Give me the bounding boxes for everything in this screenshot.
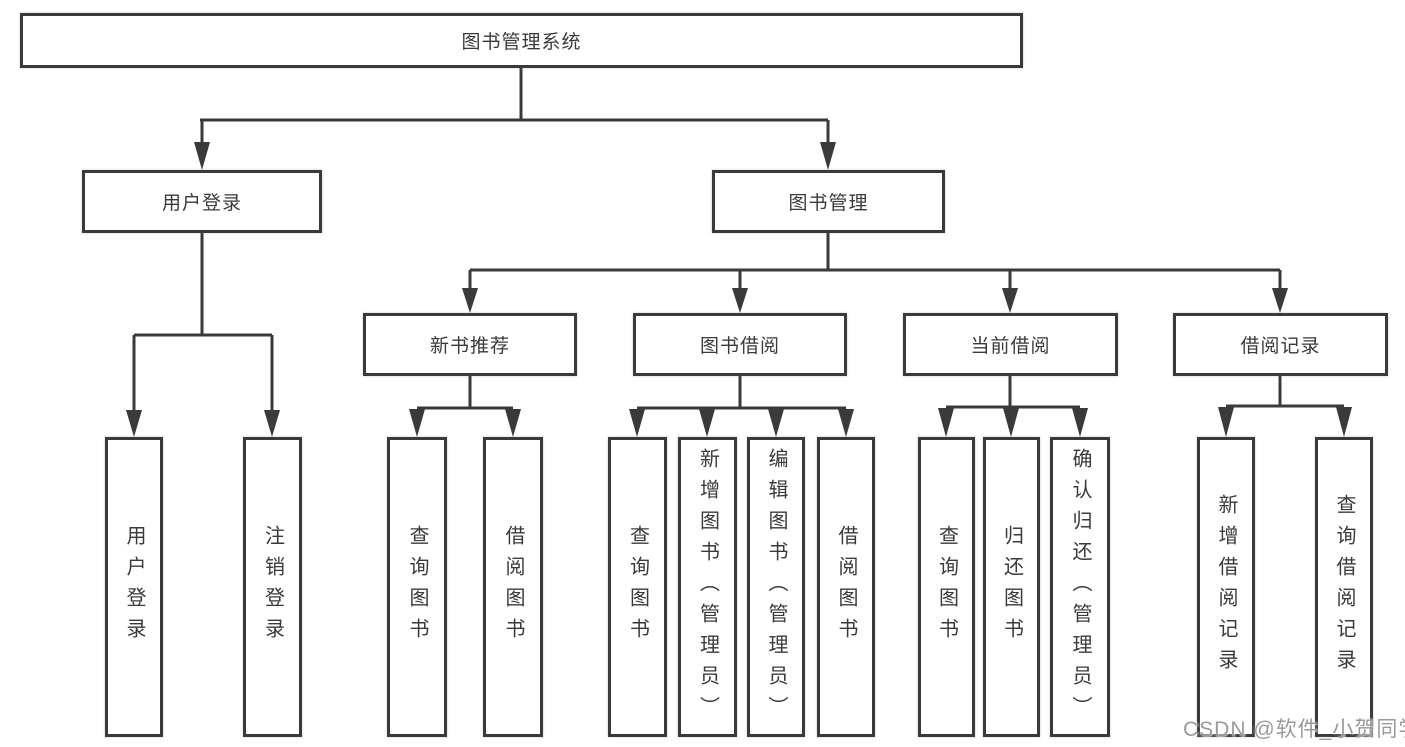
leaf-label: 新增图书（管理员）	[696, 447, 719, 727]
leaf-label: 查询借阅记录	[1333, 494, 1355, 680]
edges-current-borrow-to-leaves	[938, 376, 1088, 437]
node-borrowing-records: 借阅记录	[1173, 313, 1388, 376]
node-book-management: 图书管理	[712, 170, 945, 233]
node-book-borrowing: 图书借阅	[633, 313, 847, 376]
leaf-label: 查询图书	[935, 525, 958, 649]
node-new-book-recommendation: 新书推荐	[363, 313, 577, 376]
node-label: 新书推荐	[429, 336, 510, 357]
leaf-user-login: 用户登录	[105, 437, 163, 737]
edges-user-login-to-leaves	[126, 233, 280, 437]
leaf-label: 查询图书	[406, 525, 428, 649]
leaf-label: 注销登录	[261, 525, 284, 649]
edges-book-borrow-to-leaves	[629, 376, 854, 437]
leaf-add-borrow-record: 新增借阅记录	[1197, 437, 1255, 737]
leaf-edit-books-admin: 编辑图书（管理员）	[747, 437, 805, 737]
leaf-return-books: 归还图书	[983, 437, 1040, 737]
leaf-query-books-borrow: 查询图书	[608, 437, 667, 737]
node-label: 图书管理系统	[461, 32, 582, 53]
node-user-login: 用户登录	[82, 170, 322, 233]
leaf-label: 查询图书	[626, 525, 649, 649]
leaf-label: 用户登录	[123, 525, 145, 649]
edges-book-mgmt-to-level3	[462, 233, 1288, 313]
leaf-query-books-current: 查询图书	[918, 437, 975, 737]
edges-root-to-level2	[194, 68, 836, 170]
leaf-label: 借阅图书	[502, 525, 524, 649]
edges-borrow-records-to-leaves	[1218, 376, 1352, 437]
leaf-add-books-admin: 新增图书（管理员）	[678, 437, 737, 737]
leaf-borrow-books: 借阅图书	[817, 437, 875, 737]
node-current-borrowing: 当前借阅	[903, 313, 1118, 376]
leaf-label: 确认归还（管理员）	[1069, 447, 1091, 727]
leaf-label: 归还图书	[1000, 525, 1023, 649]
node-label: 图书借阅	[699, 336, 780, 357]
leaf-query-books-recommend: 查询图书	[387, 437, 447, 737]
leaf-confirm-return-admin: 确认归还（管理员）	[1050, 437, 1110, 737]
node-label: 用户登录	[161, 193, 242, 214]
node-label: 图书管理	[788, 193, 869, 214]
leaf-logout: 注销登录	[243, 437, 302, 737]
node-label: 当前借阅	[970, 336, 1051, 357]
leaf-label: 编辑图书（管理员）	[765, 447, 787, 727]
watermark: CSDN @软件_小贺同学	[1183, 718, 1405, 741]
node-library-management-system: 图书管理系统	[20, 13, 1023, 68]
leaf-label: 借阅图书	[835, 525, 857, 649]
node-label: 借阅记录	[1240, 336, 1321, 357]
edges-new-books-to-leaves	[409, 376, 521, 437]
leaf-query-borrow-record: 查询借阅记录	[1315, 437, 1373, 737]
leaf-borrow-books-recommend: 借阅图书	[483, 437, 543, 737]
leaf-label: 新增借阅记录	[1215, 494, 1237, 680]
